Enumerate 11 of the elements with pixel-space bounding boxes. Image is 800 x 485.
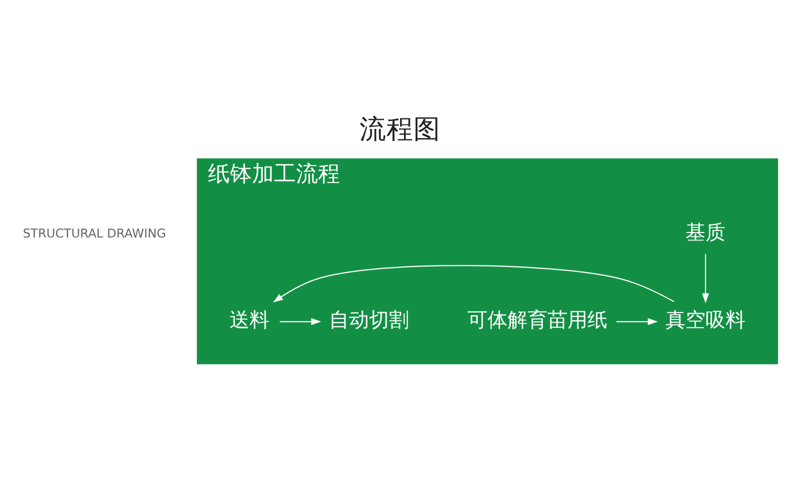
node-text: 可体解育苗用纸 xyxy=(467,308,608,332)
node-text: 送料 xyxy=(229,308,270,332)
arrow xyxy=(616,318,658,326)
node-text: 真空吸料 xyxy=(666,308,746,332)
arrow xyxy=(702,254,710,304)
arrow xyxy=(273,265,674,302)
node-text: 自动切割 xyxy=(329,308,410,332)
label: STRUCTURAL DRAWING xyxy=(22,226,166,240)
diagram-title: 流程图 xyxy=(360,114,440,146)
node-text: 基质 xyxy=(686,221,726,244)
arrow xyxy=(280,318,322,326)
